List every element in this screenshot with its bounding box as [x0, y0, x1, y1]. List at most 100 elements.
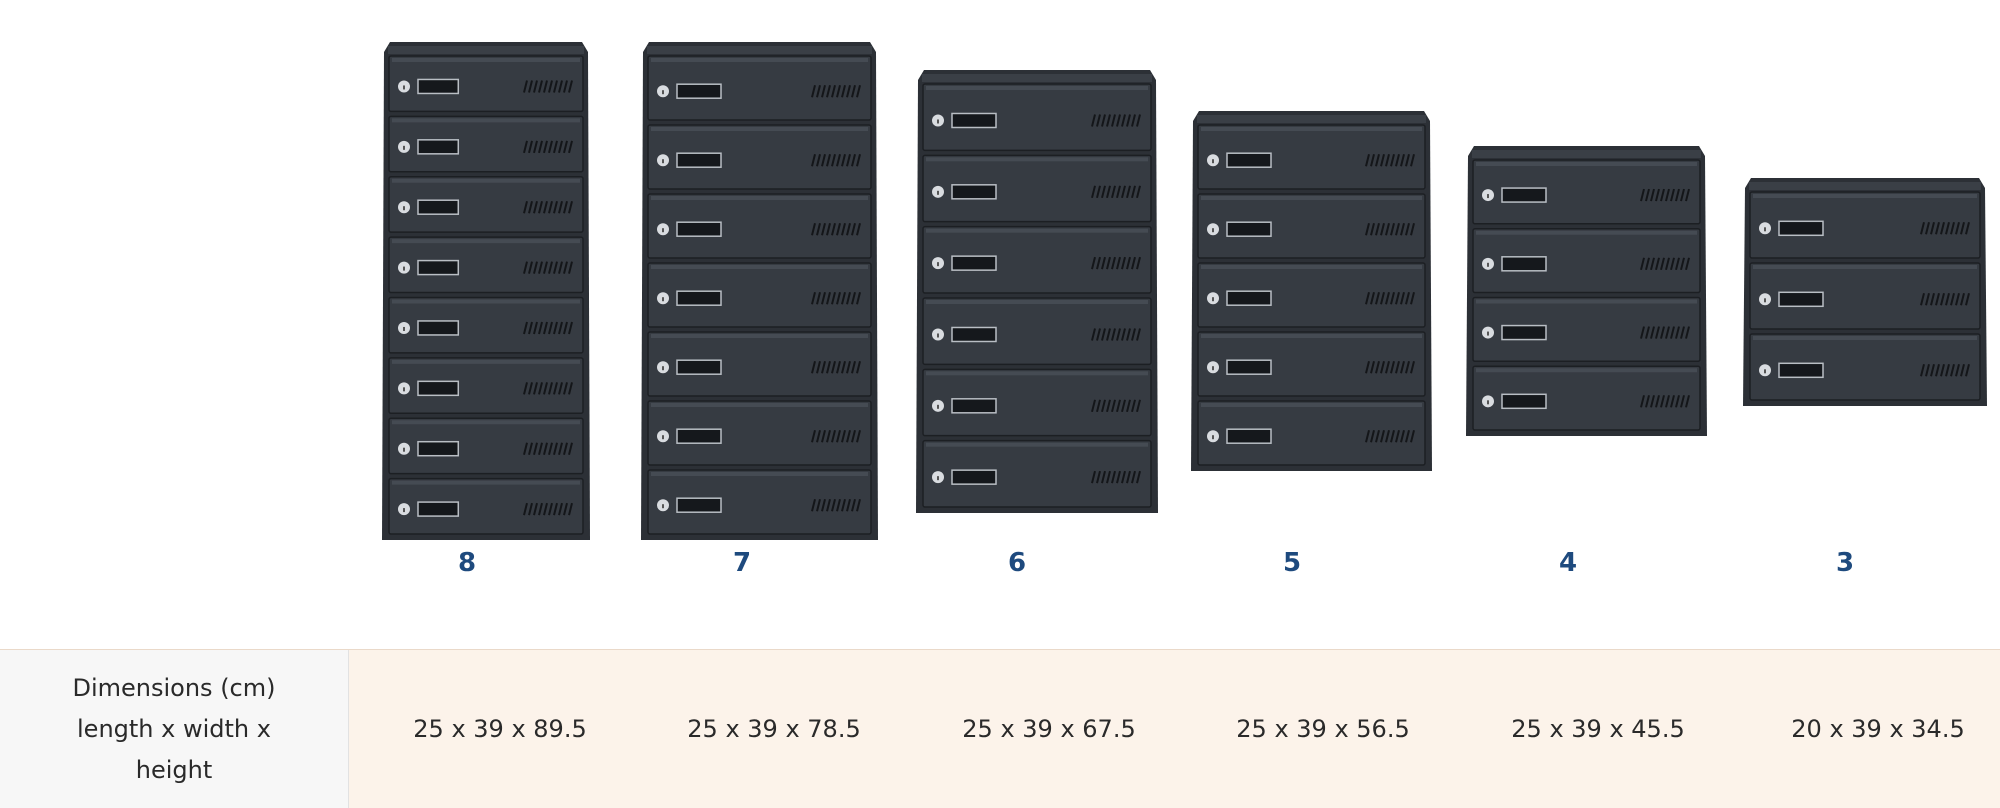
vent-slots — [1640, 188, 1690, 202]
lock-icon — [657, 292, 669, 305]
lock-icon — [1759, 222, 1771, 235]
vent-slots — [811, 360, 861, 374]
dimension-cell-5: 25 x 39 x 56.5 — [1236, 715, 1410, 743]
name-plate — [951, 398, 997, 414]
mailbox-door — [1197, 262, 1426, 328]
lock-icon — [932, 471, 944, 484]
lock-icon — [1482, 189, 1494, 202]
lock-icon — [932, 114, 944, 127]
mailbox-door — [1472, 296, 1701, 362]
name-plate — [1501, 324, 1547, 341]
mailbox-door — [388, 357, 584, 414]
name-plate — [1226, 221, 1272, 237]
lock-icon — [398, 382, 410, 395]
name-plate — [676, 221, 722, 237]
mailbox-unit-3 — [1741, 178, 1989, 406]
cabinet-top-trim — [1472, 150, 1701, 158]
mailbox-door — [1197, 331, 1426, 397]
count-label-3: 3 — [1835, 548, 1855, 578]
lock-icon — [1482, 257, 1494, 270]
name-plate — [951, 255, 997, 271]
vent-slots — [1365, 429, 1415, 443]
vent-slots — [1091, 399, 1141, 413]
name-plate — [1778, 362, 1824, 379]
vent-slots — [523, 321, 573, 335]
name-plate — [417, 501, 460, 517]
name-plate — [1501, 256, 1547, 272]
vent-slots — [523, 80, 573, 93]
lock-icon — [932, 328, 944, 341]
lock-icon — [932, 257, 944, 270]
vent-slots — [1091, 328, 1141, 341]
mailbox-unit-8 — [380, 42, 592, 540]
mailbox-door — [1472, 159, 1701, 225]
name-plate — [1226, 290, 1272, 306]
mailbox-unit-5 — [1189, 111, 1434, 471]
mailbox-door — [1472, 228, 1701, 294]
vent-slots — [523, 140, 573, 154]
mailbox-unit-4 — [1464, 146, 1709, 436]
name-plate — [1226, 152, 1272, 168]
name-plate — [676, 83, 722, 99]
vent-slots — [523, 382, 573, 395]
mailbox-door — [1197, 124, 1426, 190]
dimensions-header: Dimensions (cm) length x width x height — [0, 650, 349, 808]
header-line-3: height — [135, 755, 213, 784]
lock-icon — [398, 80, 410, 93]
name-plate — [951, 469, 997, 485]
mailbox-door — [922, 154, 1152, 223]
vent-slots — [1365, 291, 1415, 305]
lock-icon — [398, 503, 410, 516]
mailbox-door — [1749, 262, 1981, 330]
mailbox-door — [388, 176, 584, 233]
mailbox-door — [388, 55, 584, 113]
count-label-4: 4 — [1558, 548, 1578, 578]
vent-slots — [1365, 222, 1415, 236]
mailbox-door — [647, 331, 872, 397]
vent-slots — [811, 498, 861, 512]
mailbox-door — [647, 193, 872, 259]
mailbox-door — [922, 297, 1152, 366]
mailbox-door — [647, 469, 872, 535]
mailbox-unit-7 — [639, 42, 880, 540]
lock-icon — [657, 361, 669, 374]
count-label-7: 7 — [732, 548, 752, 578]
name-plate — [1226, 359, 1272, 375]
mailbox-door — [922, 368, 1152, 437]
vent-slots — [523, 502, 573, 516]
name-plate — [951, 326, 997, 343]
name-plate — [417, 78, 460, 95]
lock-icon — [1207, 154, 1219, 167]
name-plate — [417, 440, 460, 457]
lock-icon — [657, 85, 669, 98]
lock-icon — [932, 185, 944, 198]
lock-icon — [657, 223, 669, 236]
mailbox-unit-6 — [914, 70, 1160, 513]
name-plate — [1501, 393, 1547, 410]
mailbox-door — [1749, 333, 1981, 401]
count-label-8: 8 — [457, 548, 477, 578]
name-plate — [417, 139, 460, 155]
lock-icon — [398, 201, 410, 214]
vent-slots — [1920, 364, 1970, 377]
lock-icon — [1207, 292, 1219, 305]
name-plate — [1778, 291, 1824, 308]
vent-slots — [1091, 470, 1141, 484]
dimension-cell-3: 20 x 39 x 34.5 — [1791, 715, 1965, 743]
header-line-2: length x width x — [77, 714, 271, 743]
lock-icon — [398, 442, 410, 455]
lock-icon — [657, 499, 669, 512]
vent-slots — [523, 442, 573, 455]
vent-slots — [811, 429, 861, 443]
dimensions-table: Dimensions (cm) length x width x height … — [0, 649, 2000, 808]
vent-slots — [1920, 222, 1970, 235]
name-plate — [951, 184, 997, 200]
vent-slots — [1365, 360, 1415, 374]
count-label-6: 6 — [1007, 548, 1027, 578]
vent-slots — [811, 84, 861, 98]
vent-slots — [811, 291, 861, 305]
dimensions-header-text: Dimensions (cm) length x width x height — [44, 668, 304, 791]
lock-icon — [657, 154, 669, 167]
cabinet-top-trim — [922, 74, 1152, 82]
mailbox-door — [647, 55, 872, 121]
